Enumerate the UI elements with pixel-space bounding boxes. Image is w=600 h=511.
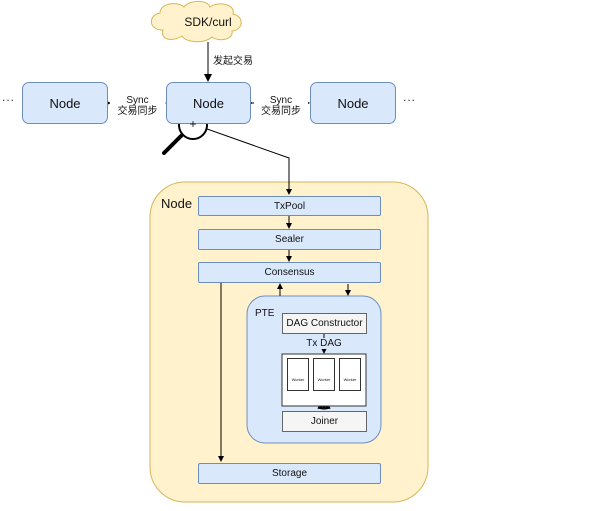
sdk-cloud-label: SDK/curl (184, 15, 232, 29)
joiner-box[interactable]: Joiner (282, 411, 367, 432)
worker-box-3[interactable]: Worker (339, 358, 361, 391)
txpool-box[interactable]: TxPool (198, 196, 381, 216)
ellipsis-left: ... (2, 90, 16, 104)
sync-label-left: Sync 交易同步 (110, 95, 165, 117)
send-transaction-label: 发起交易 (213, 56, 253, 67)
sync-label-left-line2: 交易同步 (117, 106, 158, 117)
pte-title: PTE (255, 308, 275, 319)
consensus-box[interactable]: Consensus (198, 262, 381, 283)
sdk-cloud-shape (150, 0, 242, 43)
zoom-connector (192, 123, 292, 195)
worker-box-1[interactable]: Worker (287, 358, 309, 391)
sync-label-left-line1: Sync (126, 95, 149, 106)
sealer-box[interactable]: Sealer (198, 229, 381, 250)
zoom-plus-icon: + (189, 117, 197, 131)
node-detail-title: Node (161, 196, 193, 211)
tx-dag-label: Tx DAG (294, 338, 354, 349)
sync-label-right: Sync 交易同步 (254, 95, 308, 117)
storage-box[interactable]: Storage (198, 463, 381, 484)
worker-box-2[interactable]: Worker (313, 358, 335, 391)
node-right[interactable]: Node (310, 82, 396, 124)
ellipsis-right: ... (403, 90, 417, 104)
node-left[interactable]: Node (22, 82, 108, 124)
node-center[interactable]: Node (166, 82, 251, 124)
dag-constructor-box[interactable]: DAG Constructor (282, 313, 367, 334)
sync-label-right-line2: 交易同步 (261, 106, 301, 117)
sync-label-right-line1: Sync (269, 95, 293, 106)
